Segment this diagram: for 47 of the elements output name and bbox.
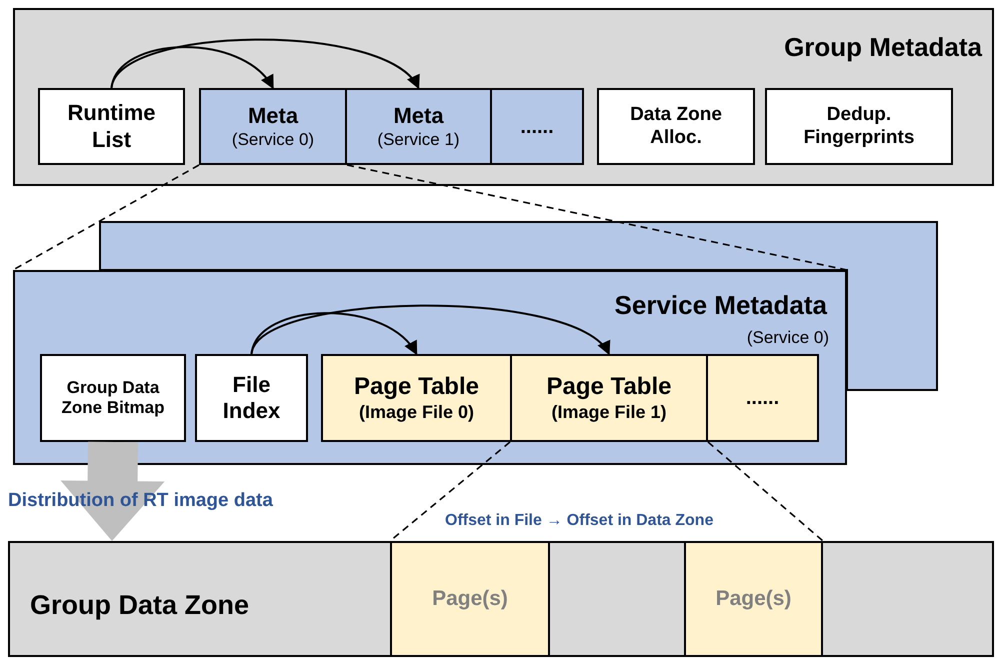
process-box xyxy=(38,88,185,165)
process-box xyxy=(684,541,823,657)
box-label: Meta xyxy=(248,103,298,130)
box-sublabel: (Image File 0) xyxy=(358,402,474,424)
panel-subtitle: (Service 0) xyxy=(746,328,829,348)
block-arrow xyxy=(60,442,165,541)
process-box xyxy=(706,354,819,442)
box-label: Data Zone Alloc. xyxy=(629,104,723,150)
process-box xyxy=(390,541,550,657)
box-label: Page(s) xyxy=(716,586,792,612)
panel xyxy=(8,541,994,657)
process-box xyxy=(199,88,347,165)
dashed-line xyxy=(707,441,824,542)
process-box xyxy=(40,354,186,442)
panel xyxy=(13,8,994,186)
process-box xyxy=(345,88,492,165)
box-label: Page(s) xyxy=(432,586,508,612)
arrow xyxy=(110,38,420,90)
box-label: Runtime List xyxy=(66,100,156,153)
box-label: Meta xyxy=(393,103,444,130)
process-box xyxy=(510,354,708,442)
box-label: Page Table xyxy=(546,372,672,402)
box-label: ...... xyxy=(746,386,780,410)
arrow xyxy=(250,304,610,356)
box-sublabel: (Image File 1) xyxy=(551,402,667,424)
box-label: Dedup. Fingerprints xyxy=(802,104,916,150)
box-sublabel: (Service 0) xyxy=(232,130,314,150)
panel-title: Service Metadata xyxy=(614,290,827,322)
annotation-text: Distribution of RT image data xyxy=(8,490,273,512)
process-box xyxy=(195,354,308,442)
box-label: File Index xyxy=(222,372,282,424)
mapping-label: Offset in File → Offset in Data Zone xyxy=(445,512,714,530)
process-box xyxy=(597,88,755,165)
panel xyxy=(13,270,847,465)
panel-title: Group Data Zone xyxy=(30,589,250,622)
box-label: ...... xyxy=(520,114,554,138)
dashed-line xyxy=(12,164,200,271)
arrow xyxy=(110,46,274,90)
process-box xyxy=(765,88,953,165)
dashed-line xyxy=(346,164,848,271)
arrow xyxy=(250,312,418,356)
process-box xyxy=(490,88,584,165)
box-label: Group Data Zone Bitmap xyxy=(60,378,166,418)
box-label: Page Table xyxy=(354,372,479,402)
panel-title: Group Metadata xyxy=(784,32,982,64)
box-sublabel: (Service 1) xyxy=(377,130,460,150)
process-box xyxy=(321,354,512,442)
